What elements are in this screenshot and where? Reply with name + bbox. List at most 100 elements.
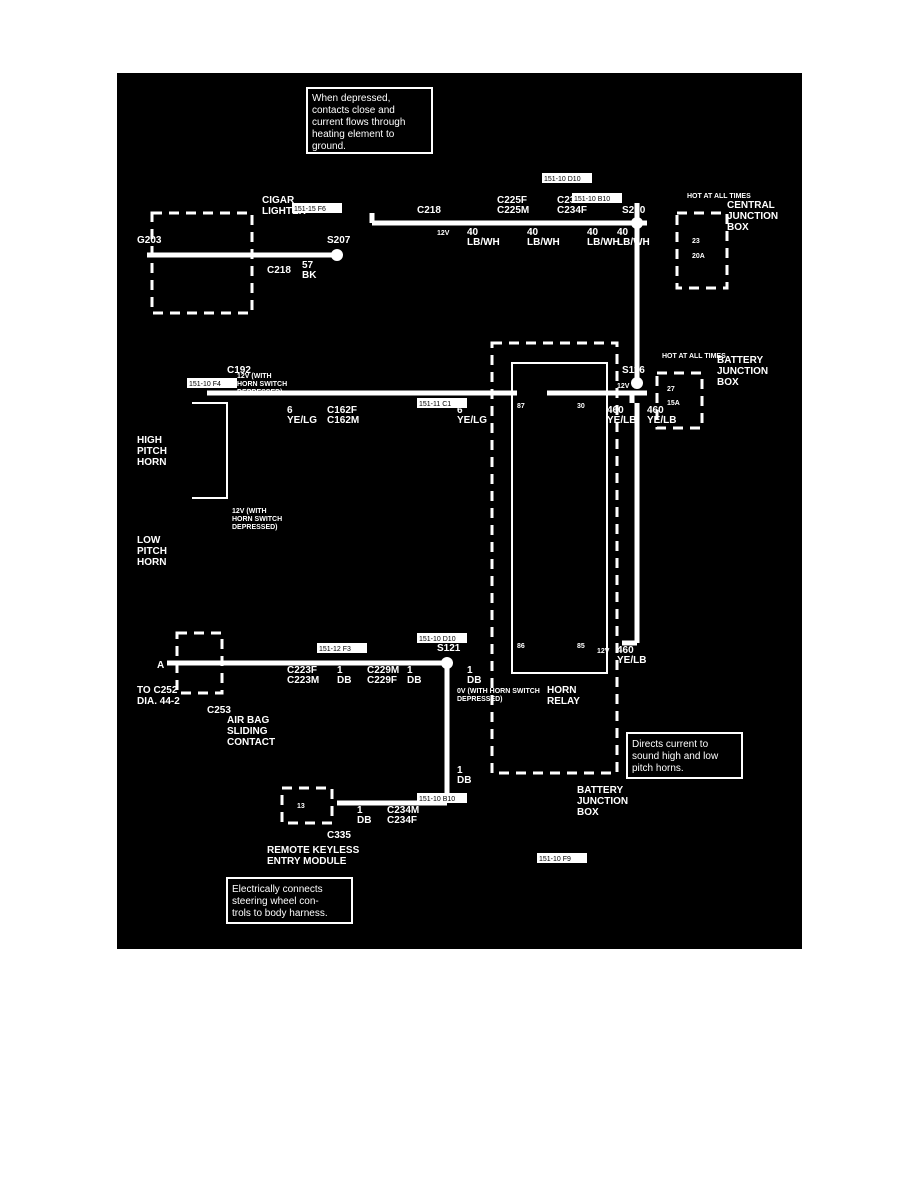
ref-tag-2 [572, 193, 622, 203]
ref-tag-3 [292, 203, 342, 213]
battery-box-name-1: BATTERY [717, 355, 763, 366]
low-note-1: 12V (WITH [232, 508, 267, 515]
wire-460a: 460 [647, 405, 664, 416]
battery-junction-box-outline [490, 341, 619, 775]
db-wire-1d: 1 [457, 765, 463, 776]
db-conn-c234f: C234F [387, 815, 417, 826]
relay-ov-2: DEPRESSED) [457, 696, 503, 703]
horn-relay-box [511, 362, 608, 674]
note-airbag-2: steering wheel con- [232, 896, 319, 907]
lighter-name-2: LIGHTER [262, 206, 307, 217]
ground-g203: G203 [137, 235, 162, 246]
wire-6b: 6 [287, 405, 293, 416]
conn-c218-bottom: C218 [267, 265, 291, 276]
relay-bjb-3: BOX [577, 807, 599, 818]
airbag-2: SLIDING [227, 726, 268, 737]
note-airbag-3: trols to body harness. [232, 908, 328, 919]
wire-40c: 40 [527, 227, 539, 238]
ref-tag-9 [537, 853, 587, 863]
rke-2: ENTRY MODULE [267, 856, 347, 867]
ref-tag-8 [417, 793, 467, 803]
relay-pin87: 87 [517, 403, 525, 410]
volt-note-1: 12V (WITH [237, 373, 272, 380]
lighter-name-1: CIGAR [262, 195, 295, 206]
low-horn-2: PITCH [137, 546, 167, 557]
db-conn-c223f: C223F [287, 665, 317, 676]
ref-tag-7 [417, 633, 467, 643]
relay-pin85: 85 [577, 643, 585, 650]
airbag-1: AIR BAG [227, 715, 269, 726]
db-wire-1a: 1 [467, 665, 473, 676]
ref-9: 151-10 F9 [539, 856, 571, 863]
volt-12v-top: 12V [617, 383, 630, 390]
relay-color-yelb: YE/LB [617, 655, 646, 666]
hot-label-central: HOT AT ALL TIMES [687, 193, 751, 200]
central-fuse-num: 23 [692, 238, 700, 245]
conn-c162m: C162M [327, 415, 359, 426]
relay-ov-1: 0V (WITH HORN SWITCH [457, 688, 540, 695]
note-relay-3: pitch horns. [632, 763, 684, 774]
relay-pin86: 86 [517, 643, 525, 650]
db-conn-c335: C335 [327, 830, 351, 841]
note-relay-1: Directs current to [632, 739, 709, 750]
conn-c225m: C225M [497, 205, 529, 216]
relay-pin30: 30 [577, 403, 585, 410]
db-splice-s121: S121 [437, 643, 461, 654]
ref-6: 151-12 F3 [319, 646, 351, 653]
splice-s230-label: S230 [622, 205, 646, 216]
volt-note-3: DEPRESSED) [237, 389, 283, 396]
volt-note-2: HORN SWITCH [237, 381, 287, 388]
splice-s121 [441, 657, 453, 669]
db-to-2: DIA. 44-2 [137, 696, 180, 707]
color-c: LB/WH [527, 237, 560, 248]
relay-volt-12v: 12V [597, 648, 610, 655]
db-to-1: TO C252 [137, 685, 178, 696]
relay-name-2: RELAY [547, 696, 580, 707]
note-lighter-3: current flows through [312, 117, 405, 128]
color-yelb-b: YE/LB [607, 415, 636, 426]
battery-fuse-amp: 15A [667, 400, 680, 407]
ref-3: 151-15 F6 [294, 206, 326, 213]
ref-4: 151-11 C1 [419, 401, 451, 408]
note-lighter-1: When depressed, [312, 93, 390, 104]
conn-c225f: C225F [497, 195, 527, 206]
relay-name-1: HORN [547, 685, 576, 696]
color-yelg-a: YE/LG [457, 415, 487, 426]
splice-s207-label: S207 [327, 235, 351, 246]
note-lighter-box [306, 87, 433, 154]
color-yelg-b: YE/LG [287, 415, 317, 426]
central-junction-box [675, 211, 729, 290]
wire-6a: 6 [457, 405, 463, 416]
wire-40d: 40 [467, 227, 479, 238]
ref-8: 151-10 B10 [419, 796, 455, 803]
color-d: LB/WH [467, 237, 500, 248]
volt-12v-lighter: 12V [437, 230, 450, 237]
db-color-d: DB [457, 775, 471, 786]
rke-pin: 13 [297, 803, 305, 810]
relay-bjb-1: BATTERY [577, 785, 623, 796]
splice-s116-label: S116 [622, 365, 645, 376]
central-fuse-amp: 20A [692, 253, 705, 260]
wire-40b: 40 [587, 227, 599, 238]
wiring-diagram: CENTRAL JUNCTION BOX 23 20A HOT AT ALL T… [137, 87, 778, 924]
rke-1: REMOTE KEYLESS [267, 845, 360, 856]
conn-c162f: C162F [327, 405, 357, 416]
db-conn-c253: C253 [207, 705, 231, 716]
db-conn-c229m: C229M [367, 665, 399, 676]
wire-460b: 460 [607, 405, 624, 416]
splice-s207 [331, 249, 343, 261]
rke-module-box [280, 786, 334, 825]
battery-junction-box-top [655, 371, 704, 430]
low-horn-3: HORN [137, 557, 166, 568]
low-note-2: HORN SWITCH [232, 516, 282, 523]
airbag-3: CONTACT [227, 737, 275, 748]
note-lighter-2: contacts close and [312, 105, 395, 116]
db-color-a: DB [467, 675, 481, 686]
ref-tag-4 [417, 398, 467, 408]
low-note-3: DEPRESSED) [232, 524, 278, 531]
ref-tag-6 [317, 643, 367, 653]
airbag-contact-box [175, 631, 224, 695]
cigar-lighter-box [150, 211, 254, 315]
note-lighter-5: ground. [312, 141, 346, 152]
color-yelb-a: YE/LB [647, 415, 676, 426]
